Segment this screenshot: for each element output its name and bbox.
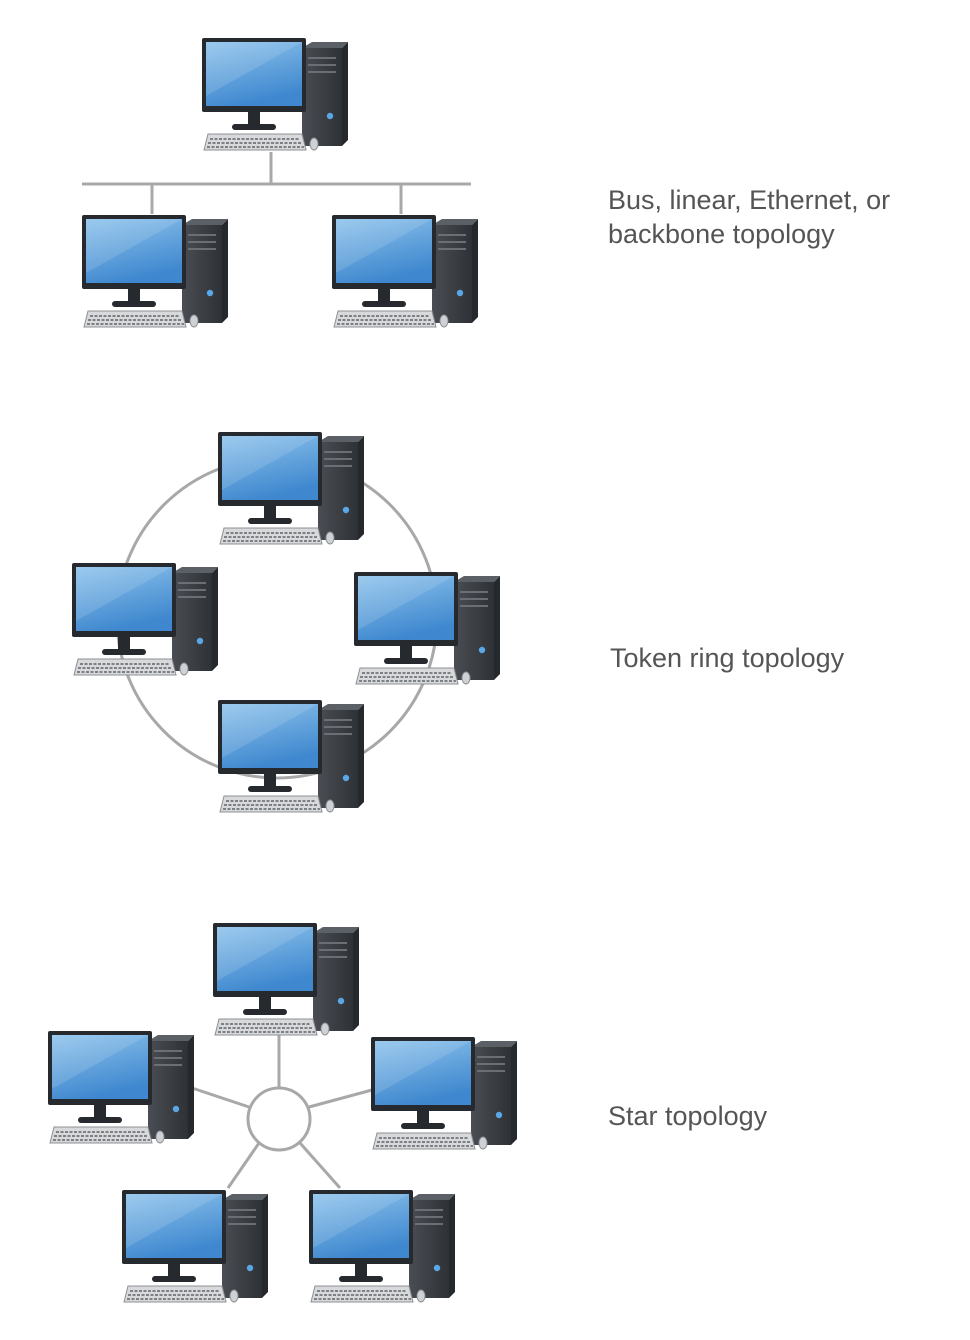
star-hub-circle bbox=[246, 1086, 312, 1152]
desktop-computer-icon bbox=[71, 562, 219, 676]
star-spoke-line bbox=[226, 1142, 261, 1189]
star-topology bbox=[47, 922, 518, 1303]
desktop-computer-icon bbox=[370, 1036, 518, 1150]
label-line: Bus, linear, Ethernet, or bbox=[608, 185, 891, 215]
bus-cables bbox=[82, 152, 471, 214]
desktop-computer-icon bbox=[217, 431, 365, 545]
desktop-computer-icon bbox=[212, 922, 360, 1036]
label-line: Star topology bbox=[608, 1101, 768, 1131]
star-topology-label: Star topology bbox=[608, 1099, 767, 1133]
desktop-computer-icon bbox=[308, 1189, 456, 1303]
star-spoke-line bbox=[298, 1142, 342, 1189]
desktop-computer-icon bbox=[353, 571, 501, 685]
bus-topology bbox=[81, 37, 479, 328]
desktop-computer-icon bbox=[47, 1030, 195, 1144]
label-line: backbone topology bbox=[608, 219, 835, 249]
desktop-computer-icon bbox=[331, 214, 479, 328]
star-cables bbox=[185, 1035, 373, 1189]
bus-topology-label: Bus, linear, Ethernet, or backbone topol… bbox=[608, 183, 890, 251]
label-line: Token ring topology bbox=[610, 643, 845, 673]
ring-topology bbox=[71, 431, 501, 813]
desktop-computer-icon bbox=[201, 37, 349, 151]
desktop-computer-icon bbox=[121, 1189, 269, 1303]
star-spoke-line bbox=[308, 1088, 373, 1109]
star-spoke-line bbox=[185, 1084, 250, 1109]
desktop-computer-icon bbox=[217, 699, 365, 813]
ring-topology-label: Token ring topology bbox=[610, 641, 844, 675]
desktop-computer-icon bbox=[81, 214, 229, 328]
